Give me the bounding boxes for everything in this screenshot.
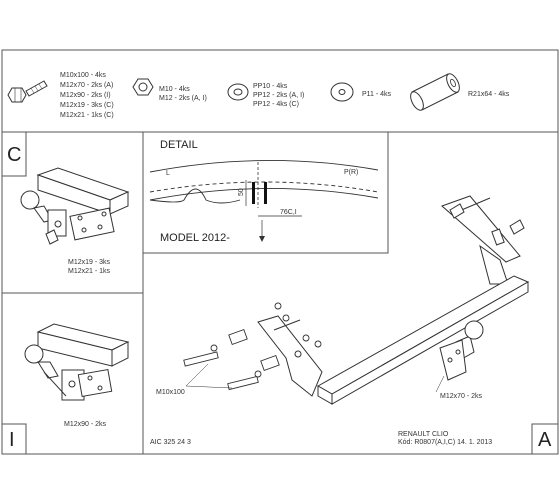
detail-left-label: L: [166, 170, 170, 177]
nut-list: M10 - 4ks M12 - 2ks (A, I): [159, 86, 207, 102]
washer-item: PP12 - 4ks (C): [253, 101, 299, 108]
detail-dim-76: 76C,I: [280, 209, 297, 216]
bolt-list: M10x100 - 4ks M12x70 - 2ks (A) M12x90 - …: [60, 72, 114, 119]
detail-model: MODEL 2012-: [160, 232, 230, 244]
detail-dim-50: 50: [238, 188, 245, 196]
c-bolt-item: M12x19 - 3ks: [68, 259, 111, 266]
main-bolt-m10: M10x100: [156, 389, 185, 396]
section-c-letter: C: [7, 144, 21, 166]
nut-item: M10 - 4ks: [159, 86, 190, 93]
washer-icon: [227, 83, 249, 101]
bolt-item: M12x90 - 2ks (I): [60, 92, 111, 99]
washer-item: PP12 - 2ks (A, I): [253, 92, 304, 99]
washer-p11-label: P11 - 4ks: [362, 91, 392, 98]
section-c-tag: [1, 131, 27, 177]
bolt-item: M10x100 - 4ks: [60, 72, 106, 79]
large-washer-icon: [330, 82, 354, 102]
detail-box: [143, 132, 389, 254]
product-code: Kód: R0807(A,I,C) 14. 1. 2013: [398, 439, 492, 446]
detail-title: DETAIL: [160, 139, 198, 151]
spacer-label: R21x64 - 4ks: [468, 91, 510, 98]
drawing-code: AIC 325 24 3: [150, 439, 191, 446]
detail-bolt-slot: [252, 182, 255, 204]
bolt-item: M12x19 - 3ks (C): [60, 102, 114, 109]
exploded-hardware: [183, 302, 322, 391]
section-a-letter: A: [538, 429, 552, 451]
sheet-frame: [1, 49, 559, 455]
washer-item: PP10 - 4ks: [253, 83, 288, 90]
c-bolt-item: M12x21 - 1ks: [68, 268, 111, 275]
section-i-tag: [1, 423, 27, 455]
section-a-tag: [531, 423, 559, 455]
towbar-main-illustration: [257, 195, 530, 405]
nut-icon: [132, 78, 154, 96]
leader-line: [185, 363, 209, 387]
towbar-i-illustration: [24, 323, 130, 401]
detail-arrow: [259, 236, 265, 242]
section-i-letter: I: [9, 429, 15, 451]
towbar-c-illustration: [20, 167, 130, 245]
leader-line: [185, 385, 233, 389]
leader-line: [435, 375, 445, 393]
detail-right-label: P(R): [344, 169, 358, 176]
washer-pp-list: PP10 - 4ks PP12 - 2ks (A, I) PP12 - 4ks …: [253, 83, 304, 108]
bolt-item: M12x21 - 1ks (C): [60, 112, 114, 119]
spacer-tube-icon: [410, 73, 460, 111]
nut-item: M12 - 2ks (A, I): [159, 95, 207, 102]
car-model: RENAULT CLIO: [398, 431, 449, 438]
main-bolt-m12: M12x70 - 2ks: [440, 393, 483, 400]
bolt-icon: [7, 80, 48, 103]
detail-bolt-slot: [264, 182, 267, 204]
bolt-item: M12x70 - 2ks (A): [60, 82, 113, 89]
i-bolt-label: M12x90 - 2ks: [64, 421, 107, 428]
